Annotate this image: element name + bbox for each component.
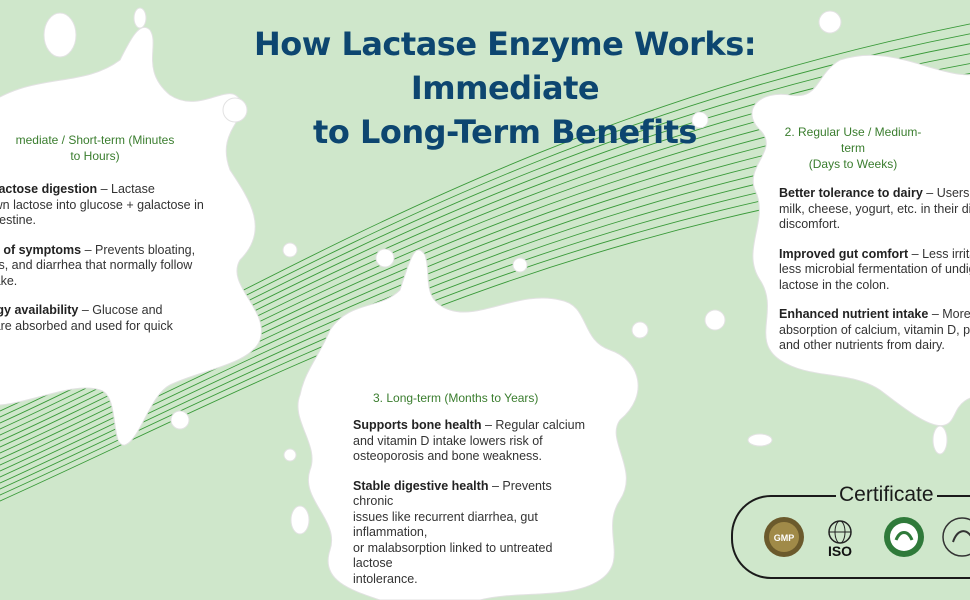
certificate-section: Certificate GMP ISO: [731, 482, 970, 592]
certificate-label: Certificate: [836, 482, 937, 508]
gmp-text: GMP: [774, 533, 795, 543]
medium-term-panel: 2. Regular Use / Medium-term (Days to We…: [779, 124, 970, 368]
halal-seal-icon: [884, 517, 924, 557]
short-term-heading: mediate / Short-term (Minutes to Hours): [15, 133, 175, 163]
partial-seal-icon: [942, 517, 970, 557]
benefit-item: Stable digestive health – Prevents chron…: [353, 478, 553, 586]
iso-globe-icon: ISO: [828, 520, 852, 558]
page-title: How Lactase Enzyme Works: Immediate to L…: [160, 22, 850, 154]
milk-splash-left: [0, 7, 298, 446]
benefit-item: ved lactose digestion – Lactases down la…: [0, 182, 204, 227]
title-line-2: to Long-Term Benefits: [313, 113, 697, 151]
long-term-panel: 3. Long-term (Months to Years) Supports …: [353, 390, 593, 600]
long-term-heading: 3. Long-term (Months to Years): [373, 391, 539, 405]
benefit-item: Improved gut comfort – Less irritatiless…: [779, 246, 970, 292]
benefit-item: ction of symptoms – Prevents bloating,ra…: [0, 242, 196, 288]
benefit-item: energy availability – Glucose andose are…: [0, 303, 173, 333]
benefit-item: Enhanced nutrient intake – More coabsorp…: [779, 307, 970, 352]
milk-splash-right: [691, 10, 970, 455]
title-line-1: How Lactase Enzyme Works: Immediate: [253, 25, 757, 107]
milk-splash-center: [283, 248, 649, 600]
short-term-panel: mediate / Short-term (Minutes to Hours) …: [0, 132, 220, 364]
medium-term-heading: 2. Regular Use / Medium-term (Days to We…: [784, 125, 922, 171]
benefit-item: Better tolerance to dairy – Users camilk…: [779, 186, 970, 231]
iso-text: ISO: [828, 543, 852, 558]
gmp-seal-icon: GMP: [764, 517, 804, 557]
